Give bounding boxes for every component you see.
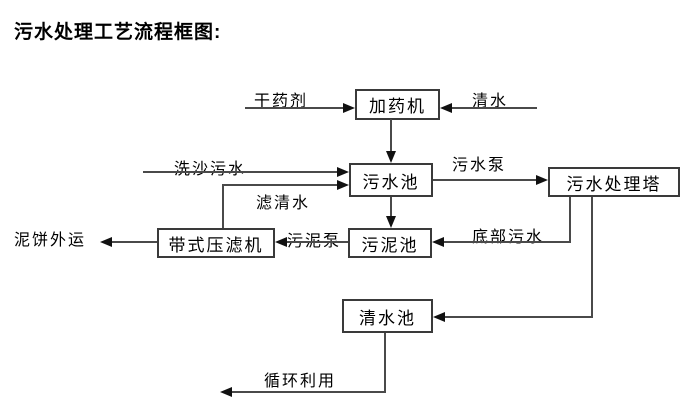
edge-mud-cake-line — [112, 241, 157, 243]
node-belt-filter-press: 带式压滤机 — [157, 228, 275, 258]
arrow-left-icon — [275, 237, 287, 247]
edge-clean-water-line — [452, 107, 537, 109]
node-sewage-treatment-tower: 污水处理塔 — [548, 167, 680, 197]
edge-filtered-water-line — [222, 184, 337, 186]
edge-recycle-riser — [384, 333, 386, 393]
label-sewage-pump: 污水泵 — [452, 157, 507, 174]
arrow-left-icon — [433, 312, 445, 322]
diagram-title: 污水处理工艺流程框图: — [14, 22, 222, 43]
edge-tower-to-clean-line — [445, 316, 593, 318]
edge-bottom-sewage-riser — [569, 197, 571, 243]
arrow-down-icon — [386, 216, 396, 228]
label-clean-water: 清水 — [472, 93, 509, 110]
edge-dry-chemical-line — [245, 107, 343, 109]
node-sewage-pool: 污水池 — [349, 163, 433, 197]
label-dry-chemical: 干药剂 — [254, 93, 309, 110]
label-recycle-use: 循环利用 — [264, 373, 337, 390]
arrow-left-icon — [440, 103, 452, 113]
edge-filtered-water-riser — [222, 184, 224, 228]
node-dosing-machine: 加药机 — [355, 89, 440, 120]
label-filtered-water: 滤清水 — [256, 195, 311, 212]
node-clean-water-pool: 清水池 — [342, 299, 433, 333]
arrow-left-icon — [220, 387, 232, 397]
arrow-right-icon — [343, 103, 355, 113]
edge-tower-to-clean-riser — [591, 197, 593, 318]
arrow-left-icon — [432, 237, 444, 247]
edge-bottom-sewage-line — [444, 241, 571, 243]
arrow-left-icon — [100, 237, 112, 247]
label-sand-washing-sewage: 洗沙污水 — [174, 161, 247, 178]
arrow-right-icon — [536, 175, 548, 185]
edge-dosing-to-sewage-line — [390, 119, 392, 151]
label-bottom-sewage: 底部污水 — [472, 229, 545, 246]
arrow-right-icon — [337, 167, 349, 177]
edge-sludge-pump-line — [287, 241, 348, 243]
node-sludge-pool: 污泥池 — [348, 228, 432, 258]
arrow-right-icon — [337, 180, 349, 190]
label-sludge-pump: 污泥泵 — [287, 233, 342, 250]
edge-sewage-to-sludge-line — [390, 197, 392, 216]
edge-recycle-line — [232, 391, 386, 393]
label-mud-cake-out: 泥饼外运 — [14, 232, 87, 249]
arrow-down-icon — [386, 151, 396, 163]
edge-sewage-pump-line — [433, 179, 536, 181]
edge-sand-washing-line — [143, 171, 337, 173]
